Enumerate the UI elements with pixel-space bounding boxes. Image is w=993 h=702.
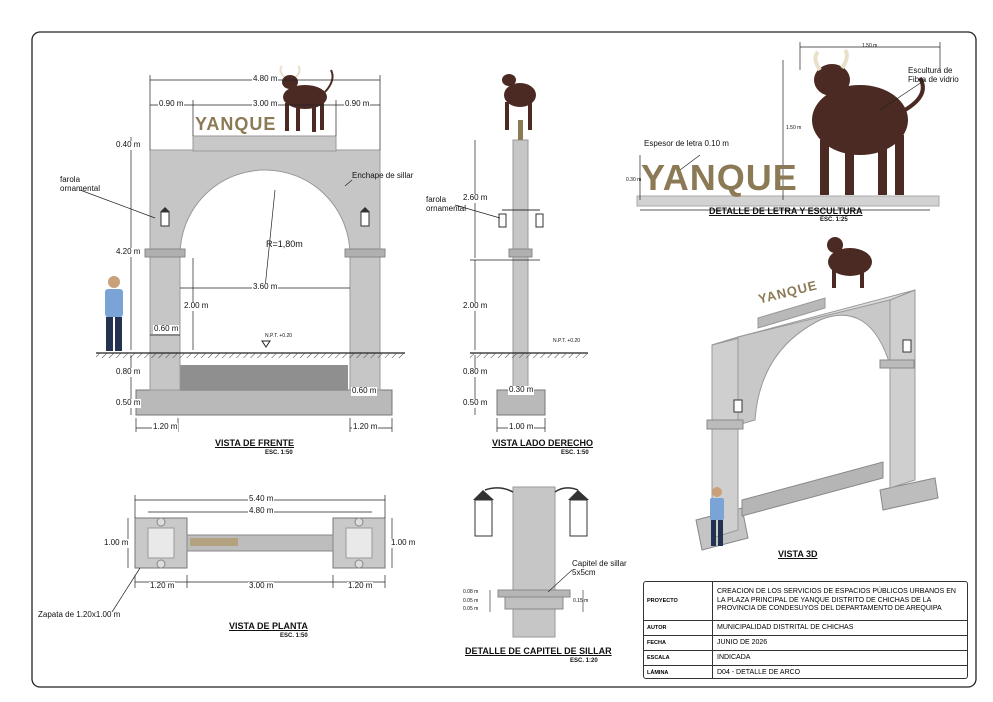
capital-lamp-icon	[473, 487, 589, 537]
view3d-title: VISTA 3D	[778, 549, 818, 559]
sheet-border	[31, 31, 977, 688]
view3d-lamp-icon	[733, 339, 912, 413]
dim-sign-width: 3.00 m	[252, 99, 279, 109]
title-block-key: PROYECTO	[644, 582, 713, 620]
plan-dim-inner: 4.80 m	[248, 506, 275, 516]
front-lamp-note: farola ornamental	[60, 175, 101, 193]
dim-opening-width: 3.60 m	[252, 282, 279, 292]
front-scale: ESC. 1:50	[265, 450, 293, 456]
radius-label: R=1,80m	[266, 239, 303, 249]
front-right-capital	[344, 248, 386, 258]
detail-letter-note: Espesor de letra 0.10 m	[644, 139, 729, 148]
front-arch	[149, 149, 381, 256]
front-bull-icon	[279, 65, 334, 132]
capital-note: Capitel de sillar 5x5cm	[572, 559, 627, 577]
capital-d3: 0.05 m	[463, 606, 479, 612]
plan-dim-left-depth: 1.00 m	[103, 538, 130, 548]
detail-width-dim: 1.50 m	[862, 43, 878, 49]
detail-scale: ESC. 1:25	[820, 217, 848, 223]
side-dim-footing-width: 1.00 m	[508, 422, 535, 432]
capital-d2: 0.05 m	[463, 598, 479, 604]
front-sign-text: YANQUE	[195, 114, 277, 134]
dim-pillar-height: 4.20 m	[115, 247, 142, 257]
title-block-value: INDICADA	[717, 653, 751, 661]
title-block-value: CREACION DE LOS SERVICIOS DE ESPACIOS PÚ…	[717, 587, 956, 613]
front-person-icon	[105, 276, 123, 351]
side-dim-column: 0.30 m	[508, 385, 535, 395]
side-dim-below: 0.80 m	[462, 367, 489, 377]
front-view	[79, 65, 405, 432]
dim-impost-height: 2.00 m	[183, 301, 210, 311]
dim-pillar-width: 0.60 m	[153, 324, 180, 334]
detail-view	[636, 42, 941, 211]
title-block-key: LÁMINA	[644, 666, 713, 678]
capital-d4: 0.15 m	[573, 598, 589, 604]
front-npt-label: N.P.T. +0.20	[265, 333, 293, 339]
plan-dim-total: 5.40 m	[248, 494, 275, 504]
dim-pillar-bottom-right: 0.60 m	[351, 386, 378, 396]
capital-scale: ESC. 1:20	[570, 658, 598, 664]
front-title: VISTA DE FRENTE	[215, 438, 295, 448]
side-title: VISTA LADO DERECHO	[492, 438, 594, 448]
detail-letter-height: 0.30 m	[626, 177, 642, 183]
dim-sign-height: 0.40 m	[115, 140, 142, 150]
dim-footing-height: 0.50 m	[115, 398, 142, 408]
view3d-bull-icon	[827, 237, 872, 288]
title-block-value: JUNIO DE 2026	[717, 638, 768, 646]
view3d-person-icon	[710, 487, 724, 546]
title-block-key: ESCALA	[644, 651, 713, 665]
title-block: PROYECTO CREACION DE LOS SERVICIOS DE ES…	[643, 581, 968, 679]
detail-sign-text: YANQUE	[641, 157, 798, 198]
title-block-value: MUNICIPALIDAD DISTRITAL DE CHICHAS	[717, 623, 854, 631]
dim-footing-left: 1.20 m	[152, 422, 179, 432]
plan-dim-center: 3.00 m	[248, 581, 275, 591]
side-dim-lower: 2.00 m	[462, 301, 489, 311]
front-right-lamp-icon	[360, 207, 370, 227]
title-block-key: FECHA	[644, 636, 713, 650]
dim-left-margin: 0.90 m	[158, 99, 185, 109]
detail-base	[636, 195, 940, 207]
title-block-value: D04 - DETALLE DE ARCO	[717, 668, 801, 676]
title-block-row-scale: ESCALA INDICADA	[644, 651, 967, 666]
detail-title: DETALLE DE LETRA Y ESCULTURA	[709, 206, 863, 216]
side-dim-upper: 2.60 m	[462, 193, 489, 203]
side-bull-icon	[502, 74, 536, 130]
front-sign-base	[192, 135, 337, 152]
plan-dim-right-depth: 1.00 m	[390, 538, 417, 548]
plan-dim-right-footing: 1.20 m	[347, 581, 374, 591]
side-lamp-icon	[498, 209, 544, 228]
side-lamp-note: farola ornamental	[426, 195, 467, 213]
plan-view	[111, 495, 393, 613]
dim-footing-right: 1.20 m	[352, 422, 379, 432]
dim-right-margin: 0.90 m	[344, 99, 371, 109]
cladding-note: Enchape de sillar	[352, 171, 414, 180]
title-block-row-author: AUTOR MUNICIPALIDAD DISTRITAL DE CHICHAS	[644, 621, 967, 636]
capital-view	[473, 486, 589, 638]
capital-title: DETALLE DE CAPITEL DE SILLAR	[465, 646, 612, 656]
side-dim-footing: 0.50 m	[462, 398, 489, 408]
dim-total-width: 4.80 m	[252, 74, 279, 84]
side-view	[454, 74, 588, 432]
plan-scale: ESC. 1:50	[280, 633, 308, 639]
view3d	[695, 237, 939, 551]
title-block-row-sheet: LÁMINA D04 - DETALLE DE ARCO	[644, 666, 967, 678]
front-left-lamp-icon	[160, 207, 170, 227]
plan-dim-left-footing: 1.20 m	[149, 581, 176, 591]
side-npt-label: N.P.T. +0.20	[553, 338, 581, 344]
title-block-row-project: PROYECTO CREACION DE LOS SERVICIOS DE ES…	[644, 582, 967, 621]
title-block-key: AUTOR	[644, 621, 713, 635]
detail-bull-icon	[812, 48, 925, 195]
front-grade-beam	[178, 365, 348, 390]
capital-d1: 0.08 m	[463, 589, 479, 595]
plan-title: VISTA DE PLANTA	[229, 621, 308, 631]
side-scale: ESC. 1:50	[561, 450, 589, 456]
plan-footing-note: Zapata de 1.20x1.00 m	[38, 610, 121, 619]
title-block-row-date: FECHA JUNIO DE 2026	[644, 636, 967, 651]
front-left-capital	[144, 248, 186, 258]
dim-below-ground: 0.80 m	[115, 367, 142, 377]
detail-height-dim: 1.50 m	[786, 125, 802, 131]
detail-sculpture-note: Escultura de Fibra de vidrio	[908, 66, 959, 84]
